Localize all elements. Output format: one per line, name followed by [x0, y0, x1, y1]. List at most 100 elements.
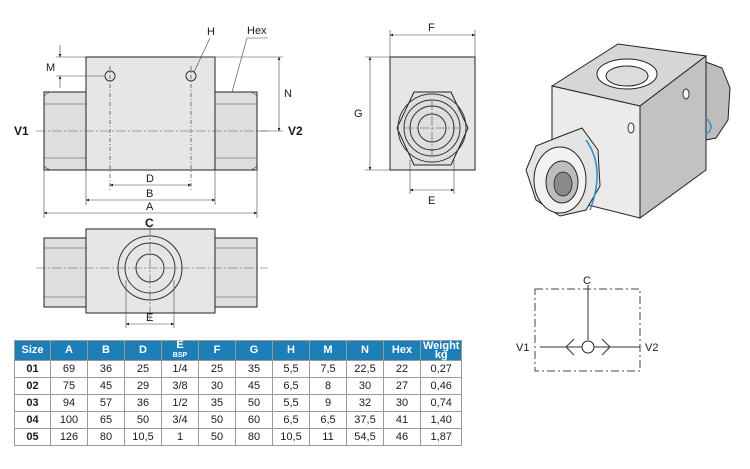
table-cell: 0,46	[419, 377, 463, 395]
table-cell: 30	[383, 394, 421, 412]
schematic-v2-label: V2	[645, 342, 658, 354]
table-cell: 10,5	[124, 428, 162, 446]
isometric-front-fitting	[525, 127, 601, 217]
table-cell: 69	[50, 360, 88, 378]
top-view: C E	[36, 216, 268, 328]
dim-n-label: N	[284, 88, 292, 100]
table-cell: 54,5	[346, 428, 384, 446]
table-cell: 6,5	[272, 377, 310, 395]
table-cell: 29	[124, 377, 162, 395]
col-f: F	[198, 340, 236, 361]
col-weight-sub: kg	[434, 348, 448, 361]
dim-h-label: H	[207, 26, 215, 38]
table-cell: 6,5	[309, 411, 347, 429]
table-cell: 10,5	[272, 428, 310, 446]
table-cell: 22,5	[346, 360, 384, 378]
port-c-label: C	[145, 216, 154, 230]
col-h: H	[272, 340, 310, 361]
table-cell: 0,74	[419, 394, 463, 412]
table-cell: 30	[346, 377, 384, 395]
table-cell: 75	[50, 377, 88, 395]
table-cell: 35	[235, 360, 273, 378]
table-cell: 25	[198, 360, 236, 378]
table-cell: 36	[124, 394, 162, 412]
table-cell: 6,5	[272, 411, 310, 429]
table-cell: 50	[235, 394, 273, 412]
side-hex-nut	[396, 91, 469, 166]
dim-a-label: A	[146, 201, 154, 213]
check-valve-ball	[581, 340, 595, 354]
table-cell: 5,5	[272, 394, 310, 412]
table-cell: 65	[87, 411, 125, 429]
table-cell: 45	[87, 377, 125, 395]
table-cell: 1	[161, 428, 199, 446]
table-cell: 50	[124, 411, 162, 429]
table-cell: 100	[50, 411, 88, 429]
dim-f-label: F	[428, 22, 435, 34]
col-n: N	[346, 340, 384, 361]
table-cell: 30	[198, 377, 236, 395]
table-cell: 5,5	[272, 360, 310, 378]
table-cell: 7,5	[309, 360, 347, 378]
table-cell: 37,5	[346, 411, 384, 429]
dim-d-label: D	[146, 173, 154, 185]
table-cell-size: 01	[14, 360, 51, 378]
table-cell: 3/8	[161, 377, 199, 395]
col-e-sub: BSP	[172, 352, 188, 359]
schematic-v1-label: V1	[516, 342, 529, 354]
valve-body-front	[85, 56, 216, 171]
port-v2-label: V2	[288, 124, 303, 138]
col-weight-main: Weight	[423, 339, 460, 352]
col-m: M	[309, 340, 347, 361]
table-cell-size: 03	[14, 394, 51, 412]
table-cell-size: 04	[14, 411, 51, 429]
table-cell: 9	[309, 394, 347, 412]
table-cell: 36	[87, 360, 125, 378]
col-d: D	[124, 340, 162, 361]
table-cell: 45	[235, 377, 273, 395]
hydraulic-schematic: C V1 V2	[516, 275, 658, 372]
col-hex: Hex	[383, 340, 421, 361]
table-cell: 41	[383, 411, 421, 429]
table-cell: 46	[383, 428, 421, 446]
col-size: Size	[14, 340, 51, 361]
table-cell: 27	[383, 377, 421, 395]
table-cell: 1,87	[419, 428, 463, 446]
dim-e-label-side: E	[428, 195, 435, 207]
table-cell: 1,40	[419, 411, 463, 429]
dim-g-label: G	[354, 108, 363, 120]
table-cell: 32	[346, 394, 384, 412]
table-cell: 8	[309, 377, 347, 395]
col-e-main: E	[176, 339, 184, 351]
table-cell: 25	[124, 360, 162, 378]
table-cell: 22	[383, 360, 421, 378]
dim-m-label: M	[46, 62, 55, 74]
dim-b-label: B	[146, 188, 153, 200]
table-cell: 80	[87, 428, 125, 446]
table-cell-size: 05	[14, 428, 51, 446]
table-cell: 60	[235, 411, 273, 429]
table-cell: 50	[198, 428, 236, 446]
table-cell: 80	[235, 428, 273, 446]
table-cell: 1/2	[161, 394, 199, 412]
col-a: A	[50, 340, 88, 361]
isometric-view	[525, 43, 731, 219]
table-cell: 94	[50, 394, 88, 412]
table-cell: 1/4	[161, 360, 199, 378]
dim-hex-label: Hex	[247, 25, 267, 37]
side-view: F G E	[354, 22, 476, 207]
schematic-c-label: C	[583, 275, 591, 287]
dim-e-label-top: E	[146, 312, 153, 324]
col-b: B	[87, 340, 125, 361]
table-cell: 3/4	[161, 411, 199, 429]
table-cell: 0,27	[419, 360, 463, 378]
port-v1-label: V1	[14, 124, 29, 138]
